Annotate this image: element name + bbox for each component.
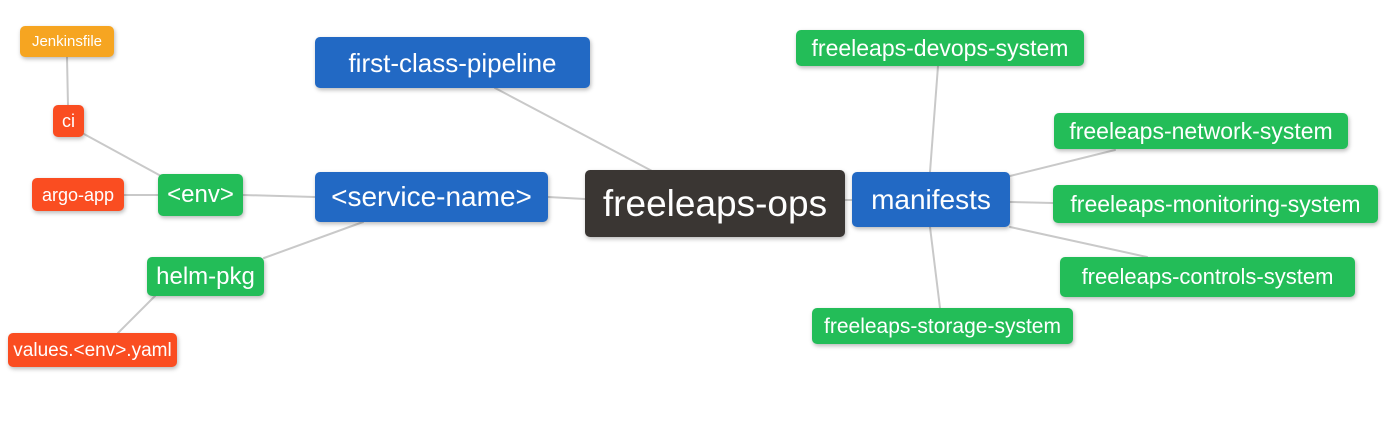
node-first-class-pipeline[interactable]: first-class-pipeline bbox=[315, 37, 590, 88]
node-freeleaps-monitoring-system[interactable]: freeleaps-monitoring-system bbox=[1053, 185, 1378, 223]
connector-manifests-to-freeleaps-controls-system bbox=[1009, 226, 1148, 258]
connector-ci-to-env bbox=[83, 133, 162, 177]
connector-manifests-to-freeleaps-network-system bbox=[1009, 149, 1116, 177]
node-values-env-yaml[interactable]: values.<env>.yaml bbox=[8, 333, 177, 367]
connector-service-name-to-freeleaps-ops bbox=[547, 196, 586, 200]
node-freeleaps-network-system[interactable]: freeleaps-network-system bbox=[1054, 113, 1348, 149]
connector-manifests-to-freeleaps-monitoring-system bbox=[1009, 201, 1054, 204]
node-jenkinsfile[interactable]: Jenkinsfile bbox=[20, 26, 114, 57]
node-argo-app[interactable]: argo-app bbox=[32, 178, 124, 211]
connector-helm-pkg-to-values-env-yaml bbox=[117, 295, 156, 334]
connector-manifests-to-freeleaps-devops-system bbox=[929, 65, 939, 173]
connector-jenkinsfile-to-ci bbox=[66, 56, 69, 107]
node-freeleaps-ops[interactable]: freeleaps-ops bbox=[585, 170, 845, 237]
node-helm-pkg[interactable]: helm-pkg bbox=[147, 257, 264, 296]
connector-manifests-to-freeleaps-storage-system bbox=[929, 226, 941, 309]
node-freeleaps-controls-system[interactable]: freeleaps-controls-system bbox=[1060, 257, 1355, 297]
node-service-name[interactable]: <service-name> bbox=[315, 172, 548, 222]
node-freeleaps-devops-system[interactable]: freeleaps-devops-system bbox=[796, 30, 1084, 66]
node-manifests[interactable]: manifests bbox=[852, 172, 1010, 227]
connector-env-to-service-name bbox=[242, 194, 316, 198]
node-freeleaps-storage-system[interactable]: freeleaps-storage-system bbox=[812, 308, 1073, 344]
connector-service-name-to-helm-pkg bbox=[263, 221, 364, 259]
node-env[interactable]: <env> bbox=[158, 174, 243, 216]
node-ci[interactable]: ci bbox=[53, 105, 84, 137]
connector-first-class-pipeline-to-freeleaps-ops bbox=[494, 87, 653, 172]
